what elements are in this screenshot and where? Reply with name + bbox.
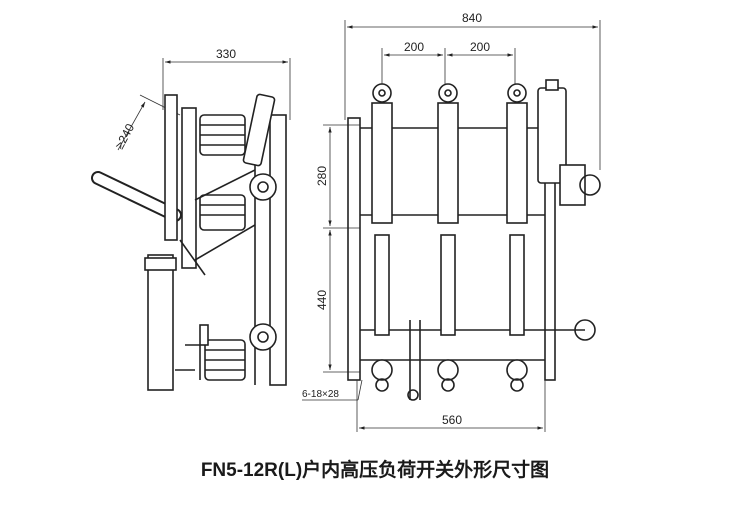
dim-440-label: 440 — [315, 290, 329, 310]
dim-240-label: ≥240 — [112, 121, 137, 151]
mounting-holes-label: 6-18×28 — [302, 389, 339, 400]
dim-200-label-2: 200 — [470, 40, 490, 54]
front-view: 840 200 200 280 440 — [302, 11, 601, 432]
dim-840-label: 840 — [462, 11, 482, 25]
dim-330-label: 330 — [216, 47, 236, 61]
phase-3 — [506, 83, 528, 392]
dim-560-label: 560 — [442, 413, 462, 427]
dim-200-label-1: 200 — [404, 40, 424, 54]
dim-280-label: 280 — [315, 166, 329, 186]
phase-1 — [371, 83, 393, 392]
phase-2 — [437, 83, 459, 392]
side-view: 330 ≥240 — [91, 47, 291, 391]
drawing-caption: FN5-12R(L)户内高压负荷开关外形尺寸图 — [200, 460, 550, 481]
